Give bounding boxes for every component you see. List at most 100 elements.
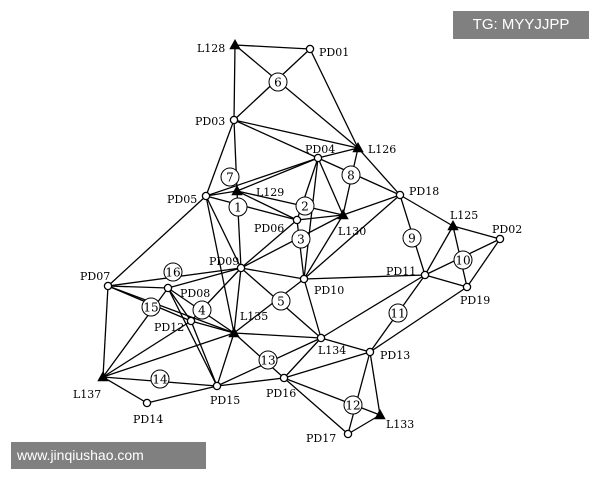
nodes-layer (97, 39, 505, 439)
survey-point-pd18-marker (395, 190, 405, 200)
point-label-pd16: PD16 (266, 387, 296, 400)
region-12-number: 12 (345, 399, 360, 413)
edge-pd10-l134 (303, 278, 322, 339)
region-9-number: 9 (408, 232, 416, 246)
region-5-circle (271, 291, 291, 311)
point-label-pd03: PD03 (195, 115, 225, 128)
point-label-pd13: PD13 (380, 349, 410, 362)
region-6-circle (268, 72, 288, 92)
survey-point-pd06-marker (292, 215, 302, 225)
survey-point-pd16-marker (279, 373, 289, 383)
edge-l128-l126 (234, 44, 359, 149)
watermark-website: www.jinqiushao.com (11, 442, 206, 469)
point-label-pd07: PD07 (80, 270, 110, 283)
edge-l130-pd10 (303, 214, 344, 280)
region-11-backdrop (389, 304, 407, 322)
edge-l128-pd01 (234, 44, 311, 50)
edge-pd07-pd08 (107, 285, 169, 289)
control-point-l135-marker (228, 327, 240, 338)
point-label-pd12: PD12 (154, 321, 184, 334)
region-15-backdrop (142, 298, 160, 316)
point-label-pd10: PD10 (314, 284, 344, 297)
region-16-backdrop (164, 263, 182, 281)
region-12-backdrop (344, 396, 362, 414)
edge-l128-pd03 (233, 44, 236, 121)
region-8-number: 8 (347, 169, 355, 183)
survey-point-pd03-marker (229, 115, 239, 125)
survey-point-pd10-marker (299, 274, 309, 284)
point-label-pd19: PD19 (460, 294, 490, 307)
edge-pd08-pd15 (167, 287, 218, 387)
point-label-pd17: PD17 (306, 432, 336, 445)
region-16-number: 16 (165, 266, 180, 280)
point-label-pd11: PD11 (386, 265, 416, 278)
edge-l130-pd18 (342, 194, 401, 216)
edge-l126-pd04 (317, 147, 359, 159)
point-label-l130: L130 (338, 225, 366, 238)
survey-point-pd17-marker (343, 429, 353, 439)
region-6-number: 6 (274, 76, 282, 90)
point-label-pd14: PD14 (133, 413, 163, 426)
point-label-l129: L129 (256, 186, 284, 199)
edge-l135-l137 (102, 332, 235, 378)
region-14-number: 14 (152, 373, 168, 387)
edge-pd11-l134 (320, 274, 426, 339)
region-9-backdrop (403, 229, 421, 247)
edge-pd06-pd09 (240, 219, 298, 269)
region-1-number: 1 (234, 201, 242, 215)
edge-pd05-l135 (205, 195, 235, 334)
point-label-l135: L135 (240, 310, 268, 323)
edge-pd09-pd08 (167, 267, 242, 289)
edge-pd10-l135 (233, 278, 305, 334)
edge-pd01-l126 (309, 48, 359, 149)
edge-pd05-pd09 (205, 195, 242, 269)
region-11-number: 11 (390, 307, 405, 321)
edge-pd04-l130 (317, 157, 344, 216)
edge-pd07-l137 (102, 285, 109, 378)
region-14-circle (150, 369, 170, 389)
region-10-circle (453, 250, 473, 270)
region-2-number: 2 (301, 200, 309, 214)
point-label-pd09: PD09 (209, 255, 239, 268)
survey-point-pd08-marker (163, 283, 173, 293)
edge-l125-pd11 (424, 225, 454, 276)
survey-point-pd02-marker (495, 234, 505, 244)
region-10-backdrop (454, 251, 472, 269)
point-label-pd04: PD04 (305, 143, 335, 156)
point-label-pd15: PD15 (210, 394, 240, 407)
point-label-pd05: PD05 (167, 193, 197, 206)
watermark-tg: TG: MYYJJPP (453, 11, 589, 39)
survey-point-pd04-marker (313, 153, 323, 163)
edge-pd16-l133 (283, 377, 381, 416)
edge-pd03-l126 (233, 119, 359, 149)
region-4-backdrop (193, 301, 211, 319)
edge-pd06-l130 (296, 214, 344, 221)
region-3-number: 3 (297, 233, 305, 247)
control-point-l133-marker (374, 409, 386, 420)
region-1-circle (228, 197, 248, 217)
edge-pd13-pd16 (283, 351, 371, 379)
point-label-pd08: PD08 (180, 287, 210, 300)
region-5-backdrop (272, 292, 290, 310)
edge-l129-pd05 (205, 190, 238, 197)
survey-point-pd11-marker (420, 270, 430, 280)
region-7-backdrop (221, 168, 239, 186)
edge-l137-pd14 (102, 376, 148, 404)
edge-l129-pd06 (236, 190, 298, 221)
control-point-l130-marker (337, 209, 349, 220)
edge-pd13-l133 (369, 351, 381, 416)
region-16-circle (163, 262, 183, 282)
survey-point-pd07-marker (103, 281, 113, 291)
region-8-backdrop (342, 166, 360, 184)
point-label-pd18: PD18 (409, 185, 439, 198)
edge-pd08-pd12 (167, 287, 192, 322)
region-7-circle (220, 167, 240, 187)
region-4-circle (192, 300, 212, 320)
edge-l135-pd15 (216, 332, 235, 387)
survey-point-pd19-marker (462, 282, 472, 292)
edge-pd07-l135 (107, 285, 235, 334)
edge-pd18-pd10 (303, 194, 401, 280)
region-2-backdrop (296, 197, 314, 215)
edge-pd19-pd13 (369, 286, 468, 353)
